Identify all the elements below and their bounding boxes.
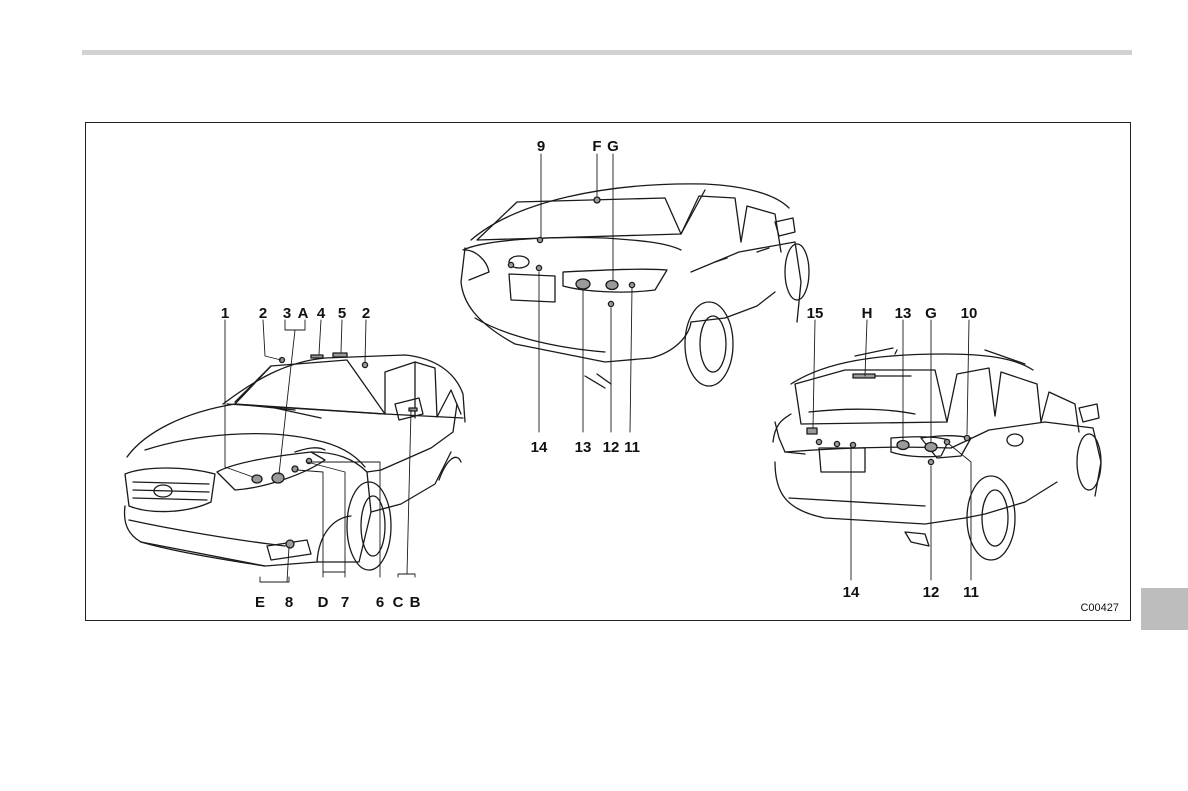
callout-front-6: 6 (376, 594, 384, 611)
callout-front-1: 1 (221, 305, 229, 322)
callout-front-5: 5 (338, 305, 346, 322)
callout-sedan-14: 14 (531, 439, 548, 456)
callout-hatch-11: 11 (963, 584, 979, 601)
header-rule (82, 50, 1132, 55)
callout-front-8: 8 (285, 594, 293, 611)
callout-front-3: 3 (283, 305, 291, 322)
callout-front-B: B (410, 594, 421, 611)
callout-front-A: A (298, 305, 309, 322)
callout-hatch-13: 13 (895, 305, 912, 322)
section-tab (1141, 588, 1188, 630)
callout-sedan-11: 11 (624, 439, 640, 456)
callout-hatch-12: 12 (923, 584, 940, 601)
callout-sedan-F: F (592, 138, 601, 155)
callout-sedan-9: 9 (537, 138, 545, 155)
vehicle-lights-diagram: 1 2 3 A 4 5 2 E 8 D 7 6 C B 9 F G 14 13 … (85, 122, 1131, 621)
front-sedan-drawing (125, 353, 465, 570)
callout-hatch-H: H (862, 305, 873, 322)
callout-hatch-10: 10 (961, 305, 978, 322)
callout-front-2b: 2 (362, 305, 370, 322)
hatch-rear-drawing (773, 348, 1101, 560)
callout-front-E: E (255, 594, 265, 611)
sedan-rear-drawing (461, 184, 809, 388)
callout-front-2a: 2 (259, 305, 267, 322)
callout-hatch-14: 14 (843, 584, 860, 601)
callout-front-7: 7 (341, 594, 349, 611)
callout-front-C: C (393, 594, 404, 611)
callout-front-4: 4 (317, 305, 326, 322)
callout-hatch-G: G (925, 305, 937, 322)
hatch-leader-lines (813, 320, 971, 580)
sedan-leader-lines (539, 154, 632, 432)
front-leader-lines (225, 320, 415, 582)
callout-front-D: D (318, 594, 329, 611)
callout-sedan-13: 13 (575, 439, 592, 456)
sedan-callouts: 9 F G 14 13 12 11 (531, 138, 640, 456)
callout-sedan-G: G (607, 138, 619, 155)
callout-hatch-15: 15 (807, 305, 824, 322)
callout-sedan-12: 12 (603, 439, 620, 456)
figure-code: C00427 (1080, 602, 1119, 614)
